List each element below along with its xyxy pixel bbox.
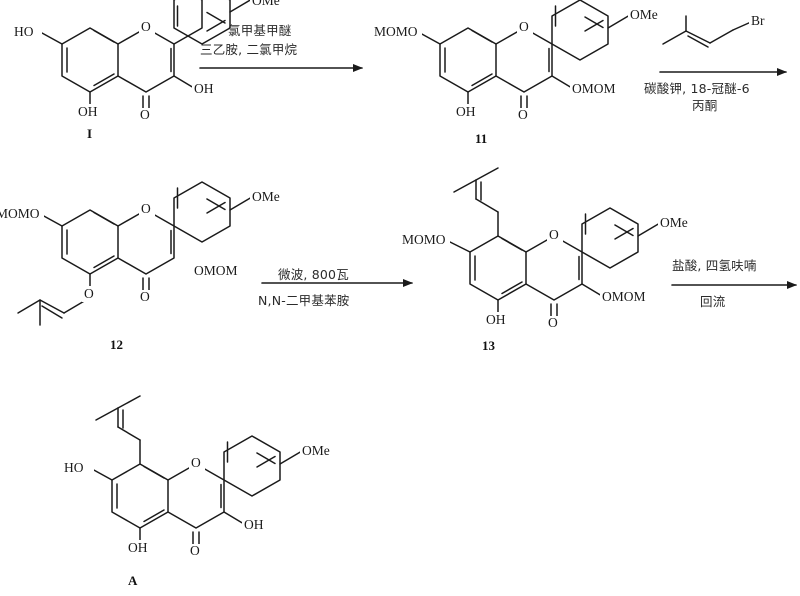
atom-label-ring-O: O bbox=[519, 19, 529, 34]
atom-label-ring-O: O bbox=[141, 201, 151, 216]
arrow-3-condition-line-2: N,N-二甲基苯胺 bbox=[258, 293, 350, 308]
atom-label-ring-O: O bbox=[191, 455, 201, 470]
atom-label-OH-c5: OH bbox=[78, 104, 98, 119]
atom-label-MOMO: MOMO bbox=[402, 232, 446, 247]
atom-label-ring-O: O bbox=[141, 19, 151, 34]
atom-label-carbonyl-O: O bbox=[190, 543, 200, 558]
atom-label-Br: Br bbox=[751, 13, 765, 28]
arrow-2-condition-line-1: 碳酸钾, 18-冠醚-6 bbox=[644, 81, 750, 96]
compound-label-11: 11 bbox=[475, 131, 488, 146]
atom-label-OH-c3: OH bbox=[244, 517, 264, 532]
arrow-3-condition-line-1: 微波, 800瓦 bbox=[278, 267, 349, 282]
atom-label-MOMO: MOMO bbox=[0, 206, 40, 221]
atom-label-HO: HO bbox=[14, 24, 34, 39]
compound-label-13: 13 bbox=[482, 338, 495, 353]
atom-label-OH-c3: OH bbox=[194, 81, 214, 96]
atom-label-carbonyl-O: O bbox=[140, 107, 150, 122]
atom-label-OMe: OMe bbox=[252, 0, 280, 8]
arrow-2-condition-line-2: 丙酮 bbox=[692, 98, 718, 113]
arrow-1-condition-line-2: 三乙胺, 二氯甲烷 bbox=[200, 42, 298, 57]
prenyl-bromide-reagent bbox=[662, 15, 752, 48]
arrow-4-condition-line-2: 回流 bbox=[700, 294, 726, 309]
compound-12-atom-labels: MOMO O OMOM O O OMe bbox=[0, 189, 290, 306]
atom-label-OMe: OMe bbox=[660, 215, 688, 230]
atom-label-OMe: OMe bbox=[302, 443, 330, 458]
compound-11-atom-labels: MOMO OH OMOM O O OMe bbox=[372, 7, 668, 124]
compound-12-structure bbox=[17, 181, 253, 326]
atom-label-OMOM: OMOM bbox=[194, 263, 238, 278]
atom-label-OH-c5: OH bbox=[486, 312, 506, 327]
arrow-1-condition-line-1: 氯甲基甲醚 bbox=[228, 23, 292, 38]
compound-label-A: A bbox=[128, 573, 138, 588]
reagent-bromide-label: Br bbox=[749, 13, 773, 30]
compound-A-structure bbox=[91, 395, 303, 547]
atom-label-OH-c5: OH bbox=[456, 104, 476, 119]
compound-label-12: 12 bbox=[110, 337, 123, 352]
compound-13-atom-labels: MOMO OH OMOM O O OMe bbox=[400, 215, 698, 332]
compound-I-structure bbox=[41, 0, 252, 111]
atom-label-MOMO: MOMO bbox=[374, 24, 418, 39]
compound-I-atom-labels: HO OH OH O O OMe bbox=[12, 0, 290, 124]
atom-label-OH-c5: OH bbox=[128, 540, 148, 555]
arrow-2 bbox=[659, 15, 787, 76]
atom-label-OMe: OMe bbox=[630, 7, 658, 22]
arrow-4-condition-line-1: 盐酸, 四氢呋喃 bbox=[672, 258, 757, 273]
atom-label-OMOM: OMOM bbox=[602, 289, 646, 304]
atom-label-OMOM: OMOM bbox=[572, 81, 616, 96]
compound-A-atom-labels: HO OH OH O O OMe bbox=[62, 443, 340, 560]
atom-label-OMe: OMe bbox=[252, 189, 280, 204]
atom-label-O-prenyl: O bbox=[84, 286, 94, 301]
compound-label-I: I bbox=[87, 126, 93, 141]
atom-label-HO: HO bbox=[64, 460, 84, 475]
atom-label-carbonyl-O: O bbox=[518, 107, 528, 122]
atom-label-ring-O: O bbox=[549, 227, 559, 242]
atom-label-carbonyl-O: O bbox=[548, 315, 558, 330]
atom-label-carbonyl-O: O bbox=[140, 289, 150, 304]
